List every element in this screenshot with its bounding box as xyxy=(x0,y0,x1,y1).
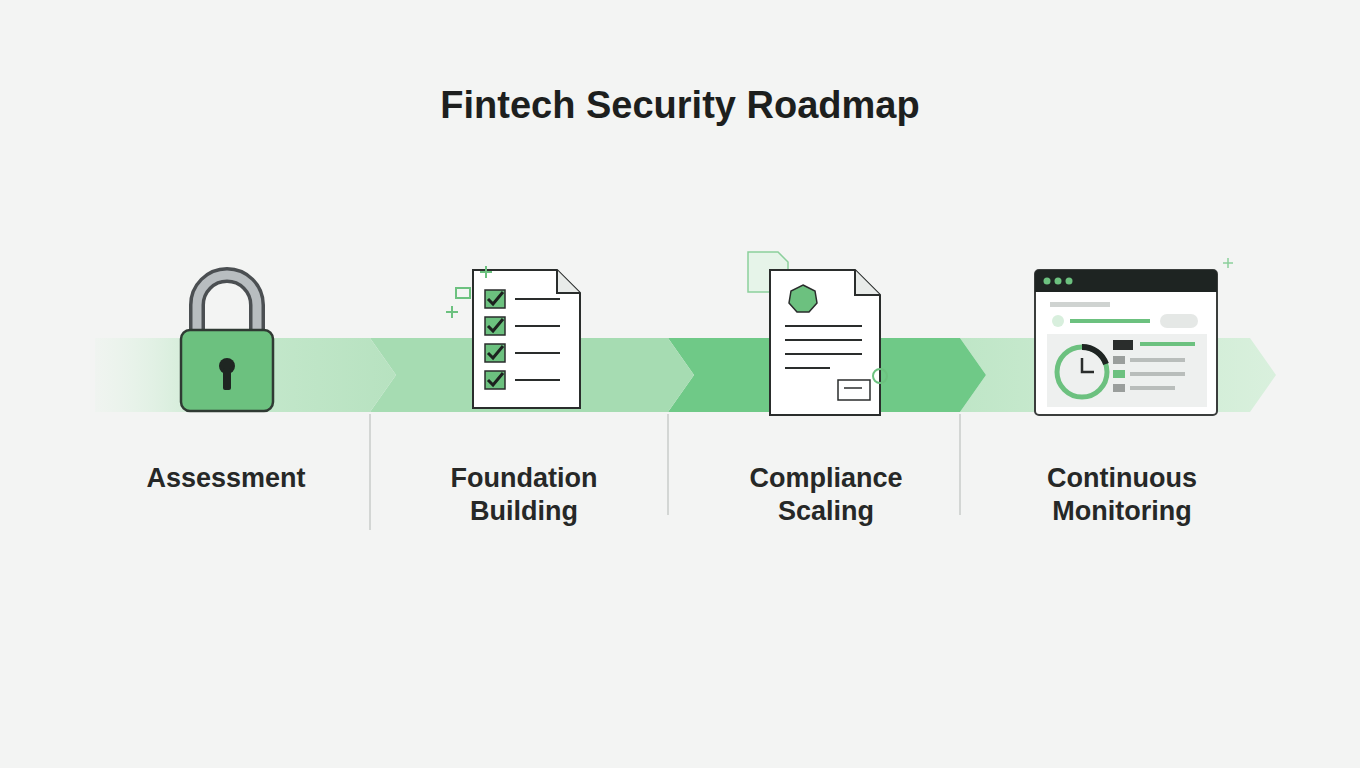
stage-label: Assessment xyxy=(116,462,336,495)
stage-label: Foundation Building xyxy=(414,462,634,528)
separator-line xyxy=(370,414,960,530)
stage-label: Continuous Monitoring xyxy=(1012,462,1232,528)
stage-label: Compliance Scaling xyxy=(716,462,936,528)
diagram-title: Fintech Security Roadmap xyxy=(0,84,1360,127)
checklist-icon xyxy=(446,266,580,408)
certificate-icon xyxy=(748,252,887,415)
dashboard-icon xyxy=(1035,258,1233,415)
lock-icon xyxy=(181,275,273,411)
